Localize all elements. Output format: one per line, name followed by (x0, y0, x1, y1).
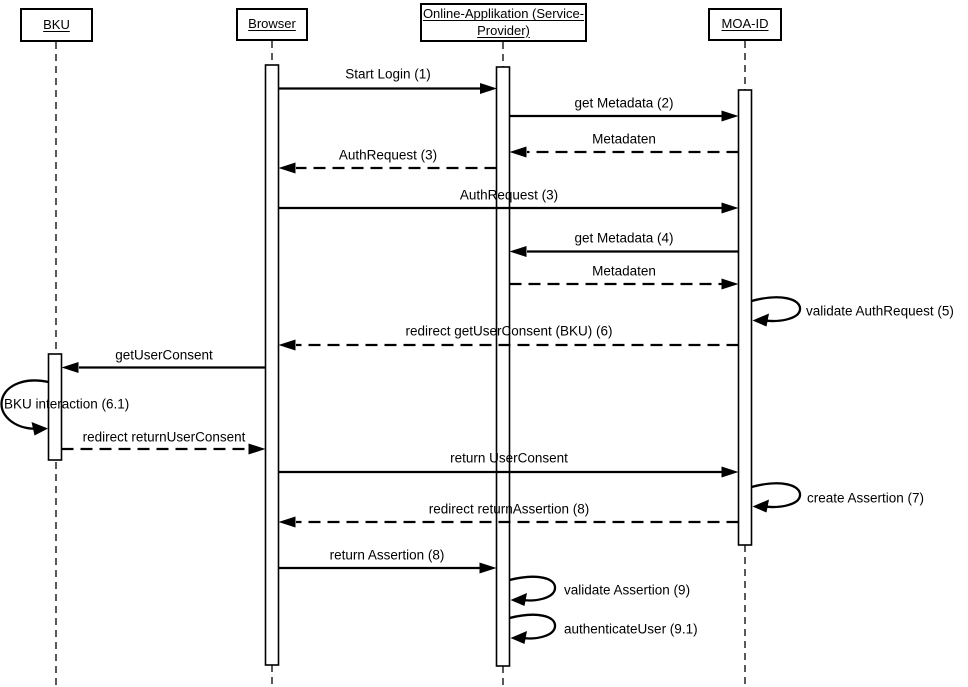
arrow-metadaten-1 (509, 146, 739, 158)
label-redirect-getuserconsent: redirect getUserConsent (BKU) (6) (405, 323, 613, 339)
label-authenticateuser: authenticateUser (9.1) (564, 621, 698, 637)
selfloop-validate-assertion (509, 575, 557, 606)
arrow-start-login (278, 83, 497, 94)
arrowhead-left-icon (278, 162, 296, 174)
label-create-assertion: create Assertion (7) (807, 490, 925, 506)
arrowhead-left-icon (278, 339, 296, 351)
arrowhead-left-icon (510, 593, 527, 606)
arrowhead-right-icon (721, 110, 739, 122)
arrowhead-left-icon (278, 516, 296, 528)
arrowhead-right-icon (721, 278, 739, 290)
selfloop-create-assertion (751, 482, 802, 513)
participant-bku-label: BKU (43, 16, 70, 32)
arrow-return-assertion (278, 562, 497, 574)
label-validate-authrequest: validate AuthRequest (5) (806, 303, 954, 319)
arrow-getuserconsent (61, 362, 266, 373)
label-redirect-returnuserconsent: redirect returnUserConsent (82, 429, 246, 445)
activation-service-provider (495, 66, 511, 667)
arrowhead-left-icon (509, 146, 527, 158)
label-metadaten-2: Metadaten (592, 263, 656, 279)
label-bku-interaction: BKU interaction (6.1) (4, 396, 130, 412)
arrowhead-left-icon (61, 362, 79, 373)
participant-bku: BKU (20, 8, 93, 42)
selfloop-validate-authrequest (751, 296, 802, 327)
label-metadaten-1: Metadaten (592, 131, 656, 147)
arrowhead-right-icon (480, 83, 497, 94)
loop-path (509, 575, 557, 602)
label-validate-assertion: validate Assertion (9) (564, 582, 691, 598)
label-get-metadata-4: get Metadata (4) (574, 230, 674, 246)
loop-path (751, 296, 802, 323)
arrowhead-left-icon (752, 313, 769, 327)
label-return-userconsent: return UserConsent (450, 450, 568, 466)
activation-browser (264, 64, 280, 666)
participant-browser-label: Browser (248, 16, 296, 32)
label-authrequest-return: AuthRequest (3) (338, 147, 438, 163)
loop-path (751, 482, 802, 509)
activation-bku (47, 353, 63, 461)
arrow-redirect-getuserconsent (278, 339, 739, 351)
participant-browser: Browser (236, 8, 308, 41)
activation-bars (47, 64, 753, 667)
arrowhead-right-icon (31, 422, 48, 436)
label-redirect-returnassertion: redirect returnAssertion (8) (428, 501, 590, 517)
loop-path (0, 379, 49, 430)
arrowhead-right-icon (479, 562, 497, 574)
message-arrows (0, 83, 802, 644)
arrowhead-right-icon (721, 466, 739, 478)
arrow-authrequest-return (278, 162, 497, 174)
label-start-login: Start Login (1) (345, 66, 431, 82)
participant-service-provider: Online-Applikation (Service- Provider) (420, 3, 587, 42)
label-return-assertion: return Assertion (8) (329, 547, 445, 563)
arrow-authrequest-forward (278, 202, 739, 214)
selfloop-bku-interaction (0, 379, 49, 436)
arrowhead-right-icon (721, 202, 739, 214)
arrowhead-left-icon (510, 631, 527, 644)
selfloop-authenticateuser (509, 613, 557, 644)
arrow-get-metadata-4 (509, 246, 739, 257)
label-getuserconsent: getUserConsent (115, 347, 213, 363)
arrowhead-left-icon (509, 246, 527, 257)
arrowhead-left-icon (752, 499, 769, 513)
arrow-metadaten-2 (509, 278, 739, 290)
arrow-get-metadata-2 (509, 110, 739, 122)
label-get-metadata-2: get Metadata (2) (574, 95, 674, 111)
participant-service-provider-label: Online-Applikation (Service- Provider) (422, 6, 585, 38)
label-authrequest-forward: AuthRequest (3) (459, 187, 559, 203)
participant-moa-id-label: MOA-ID (721, 16, 769, 32)
arrowhead-right-icon (248, 443, 266, 455)
arrow-redirect-returnassertion (278, 516, 739, 528)
arrow-return-userconsent (278, 466, 739, 478)
loop-path (509, 613, 557, 640)
arrow-redirect-returnuserconsent (61, 443, 266, 455)
activation-moa-id (737, 89, 753, 546)
participant-moa-id: MOA-ID (708, 8, 782, 41)
